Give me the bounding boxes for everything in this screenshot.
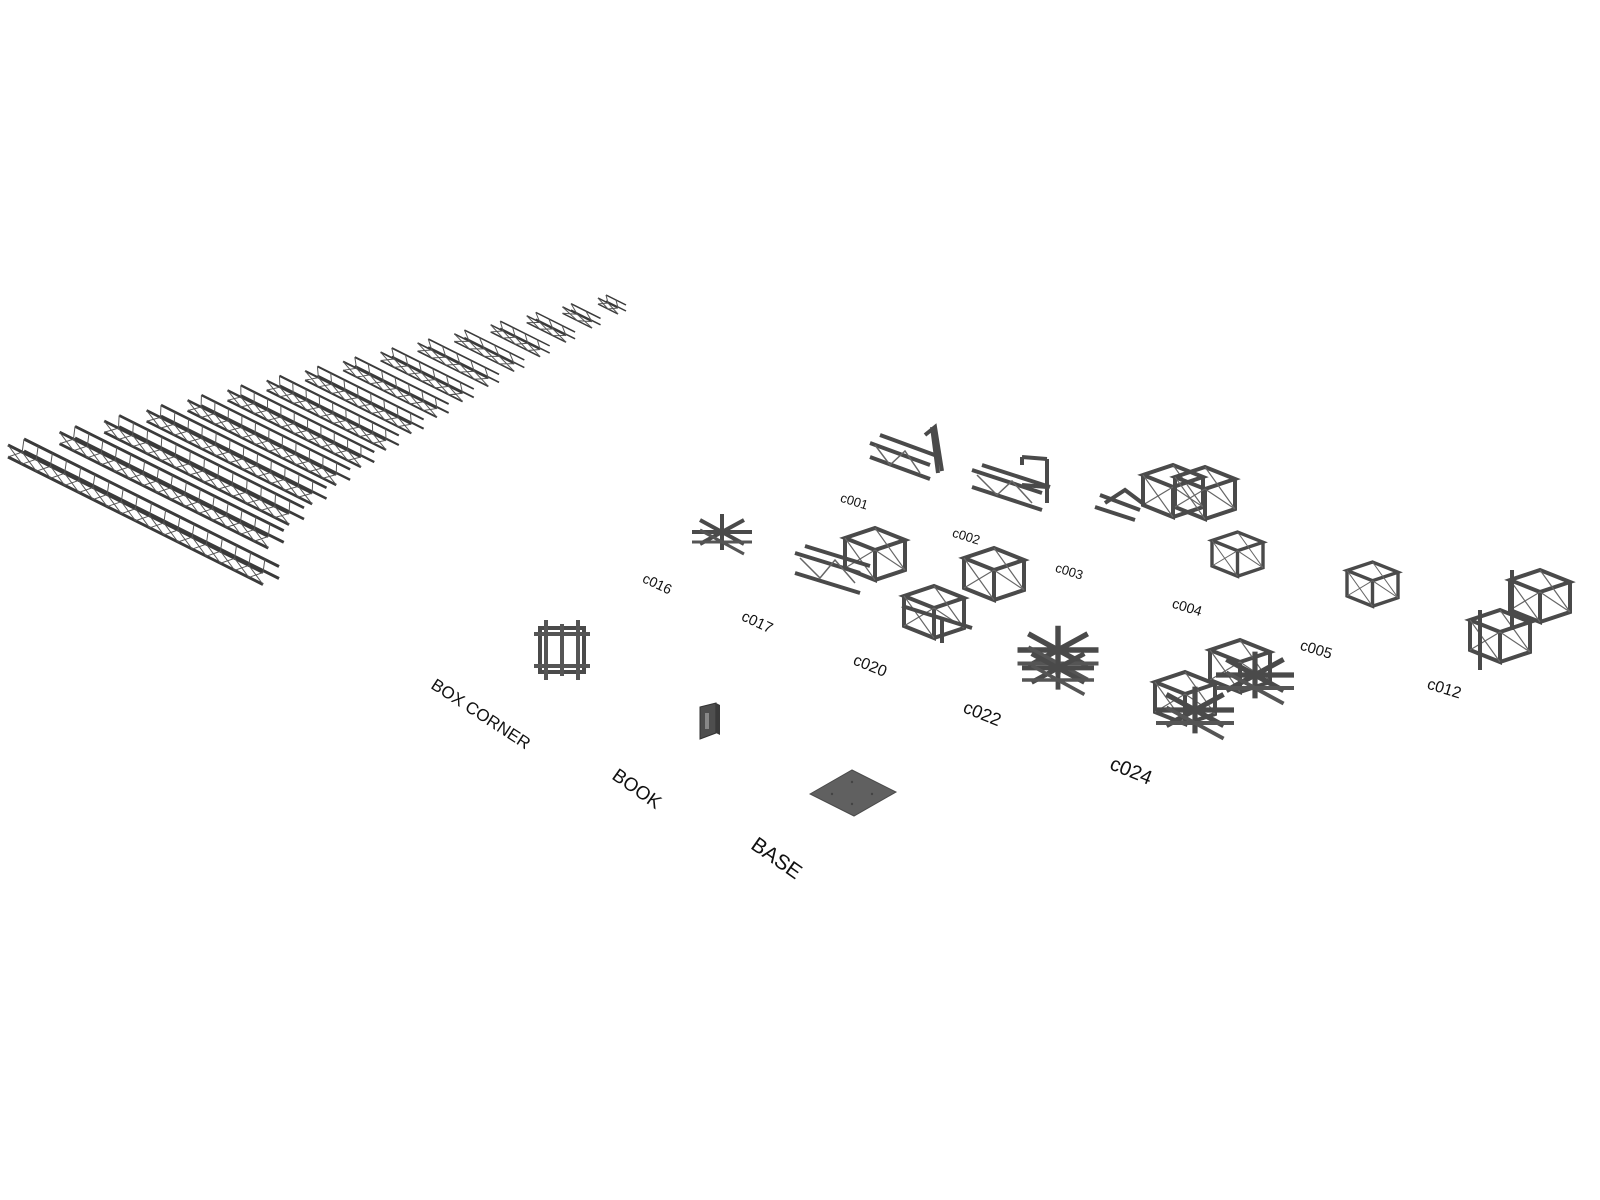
piece-c001: [869, 423, 944, 481]
piece-c005: [1345, 560, 1400, 608]
piece-c020: [901, 546, 1026, 643]
straight-truss: [342, 356, 450, 419]
straight-truss: [103, 414, 305, 526]
piece-c017: [794, 526, 907, 595]
piece-c003: [1094, 463, 1237, 522]
piece-base-plate: [808, 769, 898, 817]
straight-truss: [453, 329, 525, 373]
piece-c022: [1018, 626, 1099, 695]
straight-truss: [417, 338, 500, 388]
straight-truss: [226, 384, 375, 469]
straight-truss: [490, 320, 551, 358]
straight-truss: [380, 347, 475, 403]
straight-truss: [146, 403, 328, 506]
straight-truss: [597, 294, 627, 315]
straight-truss: [187, 393, 351, 487]
straight-truss: [562, 302, 601, 329]
piece-c004: [1210, 530, 1265, 578]
straight-truss: [58, 425, 285, 550]
straight-truss: [526, 311, 576, 343]
piece-c012: [1468, 568, 1572, 670]
piece-c016: [690, 512, 754, 556]
piece-c002: [971, 455, 1051, 512]
straight-truss: [7, 437, 280, 586]
piece-box-corner: [534, 620, 590, 680]
straight-truss: [266, 374, 400, 451]
piece-c024: [1153, 638, 1294, 739]
straight-truss: [304, 365, 425, 435]
piece-book: [699, 702, 720, 740]
